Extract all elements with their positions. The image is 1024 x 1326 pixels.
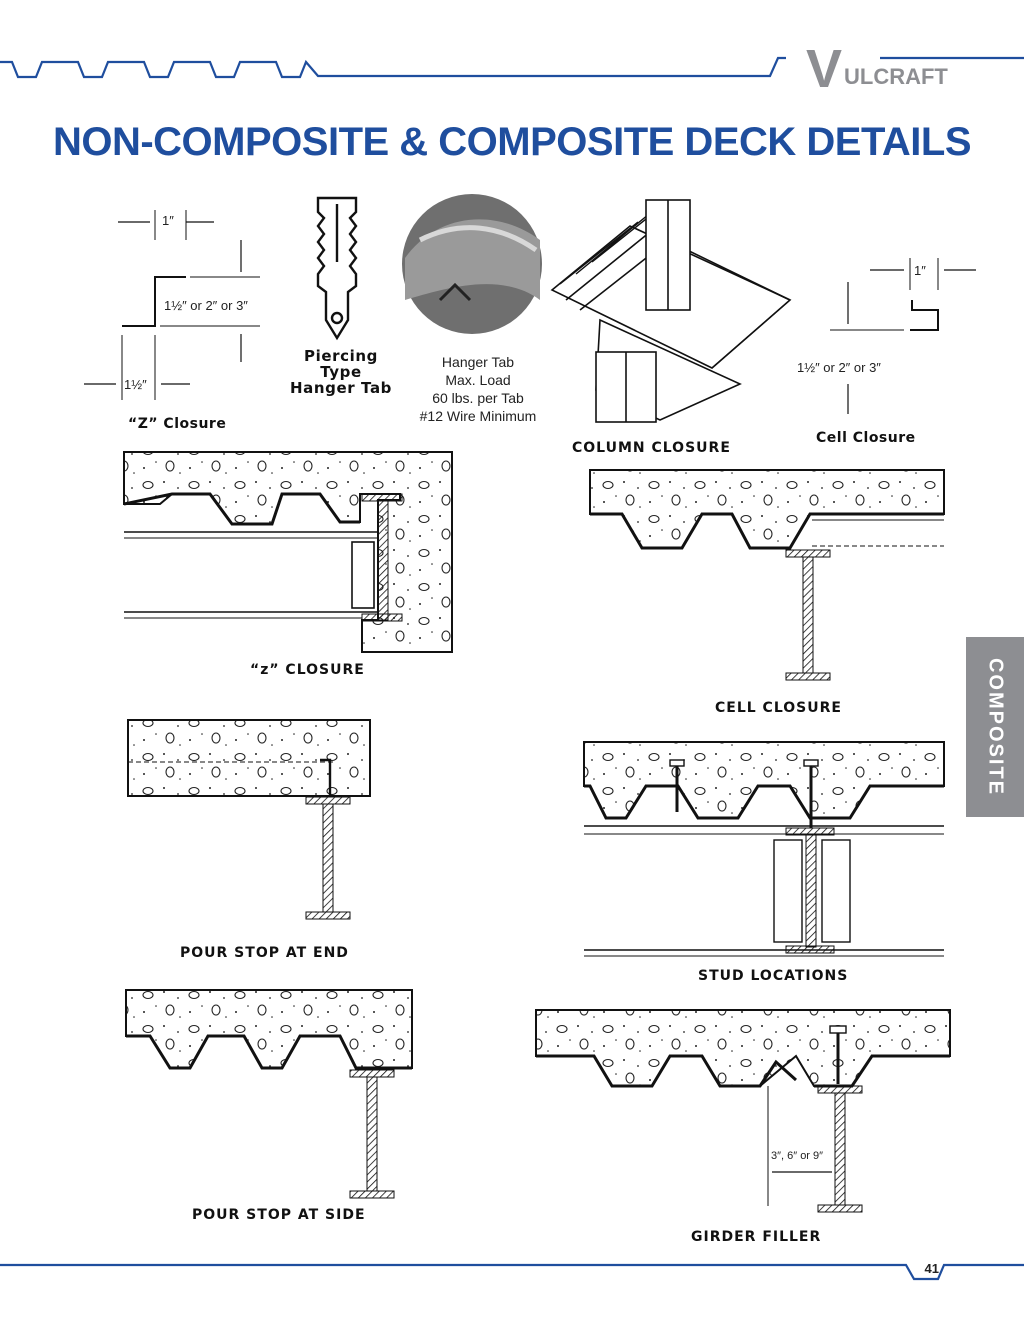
footer-rule	[0, 1263, 1024, 1281]
cell-closure-sketch	[830, 258, 976, 414]
section-girder-filler	[535, 1009, 951, 1213]
stud-locations-caption: STUD LOCATIONS	[698, 968, 849, 984]
side-tab-label: COMPOSITE	[984, 657, 1007, 797]
hanger-tab-note-line: Max. Load	[445, 372, 511, 388]
cell-closure-small-caption: Cell Closure	[816, 430, 916, 446]
z-closure-sketch	[84, 210, 260, 400]
hanger-tab-note-line: 60 lbs. per Tab	[432, 390, 524, 406]
hanger-tab-note: Hanger Tab Max. Load 60 lbs. per Tab #12…	[408, 353, 548, 425]
section-pour-stop-side	[125, 989, 413, 1199]
z-closure-caption: “Z” Closure	[128, 416, 227, 432]
hanger-tab-note-line: #12 Wire Minimum	[419, 408, 537, 424]
section-cell-closure	[589, 469, 945, 681]
girder-filler-dim: 3″, 6″ or 9″	[771, 1150, 824, 1162]
section-pour-stop-end	[127, 719, 371, 920]
page-title: NON-COMPOSITE & COMPOSITE DECK DETAILS	[52, 120, 972, 164]
piercing-tab-caption: Piercing Type Hanger Tab	[284, 348, 398, 396]
composite-side-tab: COMPOSITE	[966, 637, 1024, 817]
logo-wordmark: ULCRAFT	[844, 64, 948, 89]
logo-initial: V	[806, 39, 843, 99]
cell-closure-dim-top: 1″	[914, 263, 926, 278]
piercing-tab-caption-line2: Hanger Tab	[289, 379, 393, 397]
column-closure-isometric	[550, 199, 792, 423]
header-deck-profile	[0, 56, 1024, 79]
cell-closure-section-caption: CELL CLOSURE	[715, 700, 842, 716]
cell-closure-dim-middle: 1½″ or 2″ or 3″	[797, 360, 881, 375]
piercing-hanger-tab-drawing	[316, 196, 358, 341]
vulcraft-logo: V ULCRAFT	[806, 38, 948, 100]
page-number: 41	[924, 1261, 939, 1276]
z-closure-dim-bottom: 1½″	[124, 377, 147, 392]
hanger-tab-note-line: Hanger Tab	[441, 354, 515, 370]
z-closure-dim-middle: 1½″ or 2″ or 3″	[164, 298, 248, 313]
hanger-tab-photo	[402, 194, 542, 334]
z-closure-dim-top: 1″	[162, 213, 174, 228]
pour-stop-side-caption: POUR STOP AT SIDE	[192, 1207, 366, 1223]
section-z-closure	[123, 451, 453, 653]
z-closure-section-caption: “z” CLOSURE	[250, 662, 365, 678]
girder-filler-caption: GIRDER FILLER	[691, 1229, 822, 1245]
pour-stop-end-caption: POUR STOP AT END	[180, 945, 349, 961]
column-closure-caption: COLUMN CLOSURE	[572, 440, 731, 456]
section-stud-locations	[583, 741, 945, 957]
piercing-tab-caption-line1: Piercing Type	[304, 347, 378, 381]
